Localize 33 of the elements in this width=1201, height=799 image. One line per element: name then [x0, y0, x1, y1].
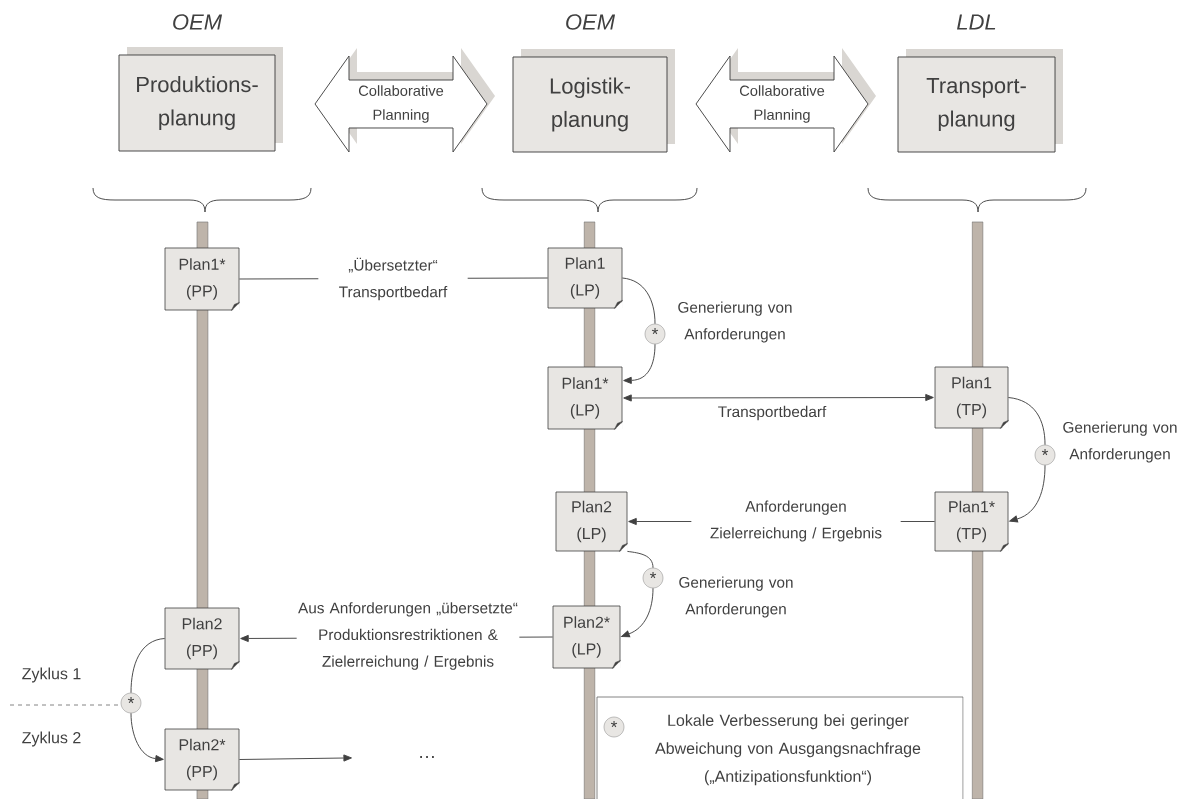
edge-label: Transportbedarf	[718, 405, 827, 421]
plan-document: Plan1* (PP)	[164, 247, 240, 311]
plan-document: Plan2* (LP)	[552, 605, 621, 669]
edge-label: Anforderungen Zielerreichung / Ergebnis	[691, 499, 901, 543]
arrow	[1009, 464, 1046, 523]
arrow	[130, 712, 164, 763]
ellipsis: …	[420, 756, 434, 758]
role-label: OEM	[566, 14, 616, 30]
process-box: Transport-planung	[897, 49, 1063, 153]
plan-document: Plan2* (PP)	[164, 728, 240, 791]
arrow	[238, 754, 352, 762]
arrow	[623, 343, 656, 384]
plan-document: Plan1* (LP)	[547, 366, 623, 430]
arrow	[623, 393, 934, 402]
edge-label: Generierung von Anforderungen	[1063, 421, 1177, 463]
plan-document: Plan1 (TP)	[934, 366, 1009, 429]
plan-document: Plan1 (LP)	[547, 247, 623, 309]
role-label: LDL	[957, 14, 996, 30]
arrow	[621, 587, 654, 638]
process-box: Logistik-planung	[512, 49, 675, 153]
cycle-label: Zyklus 1	[22, 667, 81, 683]
note-box	[596, 696, 964, 799]
note-text: Lokale Verbesserung bei geringer Abweichung von Ausgangsnachfrage („Antizipationsfunktion“)	[655, 714, 921, 786]
plan-document: Plan2 (LP)	[555, 491, 628, 552]
process-box: Produktions-planung	[118, 47, 283, 152]
plan-document: Plan1* (TP)	[934, 491, 1009, 552]
edge-label: Aus Anforderungen „übersetzte“ Produktionsrestriktionen & Zielerreichung / Ergebnis	[296, 600, 520, 672]
edge-label: „Übersetzter“ Transportbedarf	[318, 256, 468, 302]
role-label: OEM	[173, 14, 223, 30]
edge-label: Generierung von Anforderungen	[678, 301, 792, 343]
cycle-label: Zyklus 2	[22, 731, 81, 747]
edge-label: Generierung von Anforderungen	[679, 576, 793, 618]
plan-document: Plan2 (PP)	[164, 607, 240, 670]
